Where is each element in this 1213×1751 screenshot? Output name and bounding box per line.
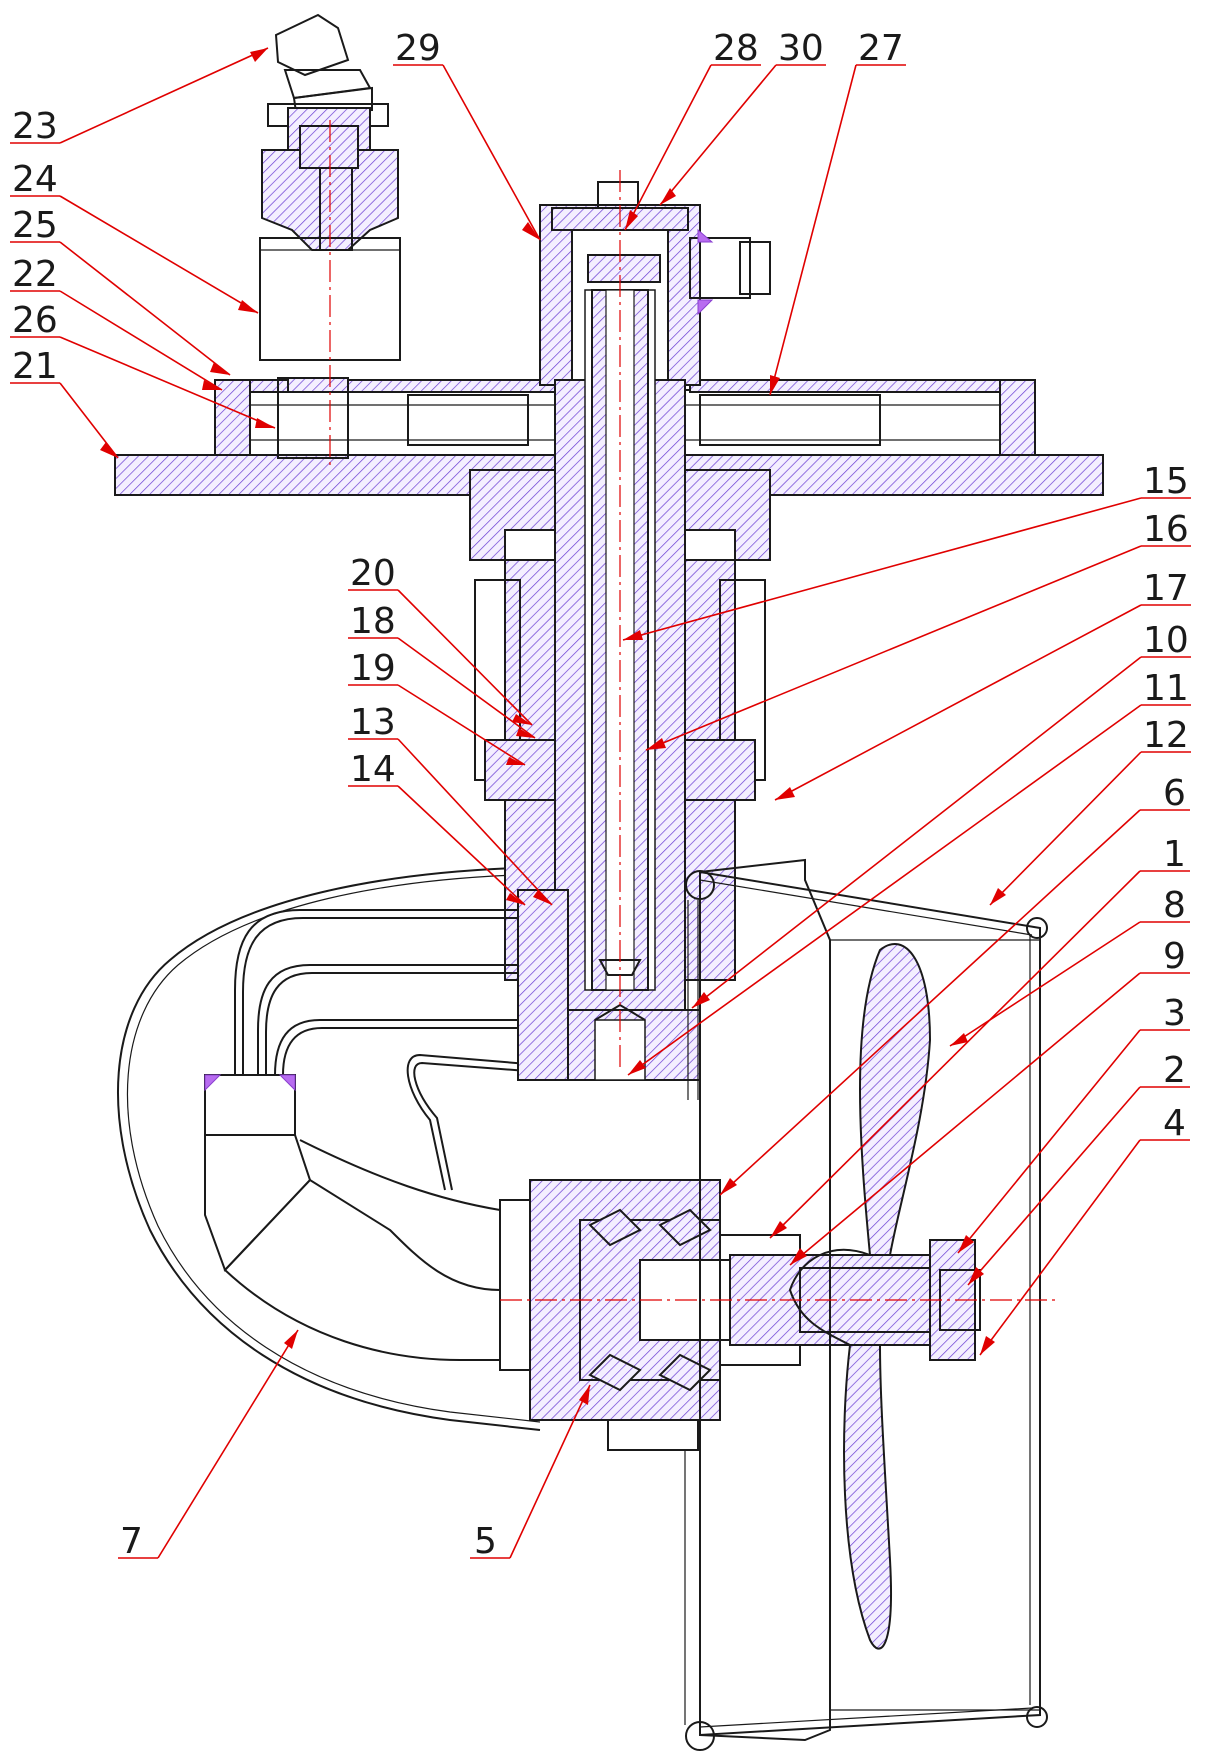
callout-label-18: 18 <box>350 601 396 642</box>
callout-25: 25 <box>10 205 231 376</box>
callout-label-11: 11 <box>1143 668 1189 709</box>
callout-label-26: 26 <box>12 300 58 341</box>
callout-26: 26 <box>10 300 276 429</box>
callout-5: 5 <box>470 1384 591 1562</box>
callout-24: 24 <box>10 159 259 314</box>
fairing-inner-outline <box>126 873 549 1423</box>
callout-11: 11 <box>627 668 1191 1076</box>
callout-label-29: 29 <box>395 28 441 69</box>
breather-cap <box>274 13 373 114</box>
callout-15: 15 <box>622 461 1191 641</box>
callout-label-4: 4 <box>1163 1103 1186 1144</box>
callout-9: 9 <box>789 936 1190 1266</box>
callouts: 23 24 25 22 26 21 29 28 30 27 15 16 17 2… <box>10 28 1191 1562</box>
callout-19: 19 <box>348 648 526 766</box>
callout-10: 10 <box>691 620 1191 1009</box>
callout-12: 12 <box>989 715 1191 906</box>
callout-label-24: 24 <box>12 159 58 200</box>
callout-2: 2 <box>967 1050 1190 1286</box>
callout-7: 7 <box>118 1329 299 1562</box>
callout-label-28: 28 <box>713 28 759 69</box>
callout-label-2: 2 <box>1163 1050 1186 1091</box>
callout-label-30: 30 <box>778 28 824 69</box>
callout-label-5: 5 <box>474 1521 497 1562</box>
callout-29: 29 <box>393 28 541 241</box>
callout-label-12: 12 <box>1143 715 1189 756</box>
callout-8: 8 <box>949 885 1190 1047</box>
callout-14: 14 <box>348 749 526 906</box>
callout-17: 17 <box>774 568 1191 801</box>
callout-18: 18 <box>348 601 536 739</box>
callout-22: 22 <box>10 254 223 391</box>
callout-16: 16 <box>645 509 1191 751</box>
nozzle-duct-12 <box>684 858 1048 1751</box>
callout-label-16: 16 <box>1143 509 1189 550</box>
callout-21: 21 <box>10 346 119 459</box>
callout-label-17: 17 <box>1143 568 1189 609</box>
hydraulic-lines <box>234 889 569 1191</box>
lower-gearbox <box>529 1179 981 1451</box>
callout-label-20: 20 <box>350 553 396 594</box>
callout-label-10: 10 <box>1143 620 1189 661</box>
callout-label-27: 27 <box>858 28 904 69</box>
callout-27: 27 <box>769 28 906 396</box>
callout-label-21: 21 <box>12 346 58 387</box>
callout-label-7: 7 <box>120 1521 143 1562</box>
callout-30: 30 <box>659 28 826 206</box>
callout-label-6: 6 <box>1163 773 1186 814</box>
callout-label-9: 9 <box>1163 936 1186 977</box>
callout-label-14: 14 <box>350 749 396 790</box>
callout-3: 3 <box>957 993 1190 1254</box>
callout-label-25: 25 <box>12 205 58 246</box>
callout-label-8: 8 <box>1163 885 1186 926</box>
callout-label-22: 22 <box>12 254 58 295</box>
callout-label-1: 1 <box>1163 834 1186 875</box>
callout-label-23: 23 <box>12 106 58 147</box>
callout-label-19: 19 <box>350 648 396 689</box>
hydraulic-motor-7 <box>204 1074 581 1371</box>
callout-20: 20 <box>348 553 533 726</box>
callout-label-3: 3 <box>1163 993 1186 1034</box>
fairing-outline <box>117 866 549 1431</box>
callout-label-15: 15 <box>1143 461 1189 502</box>
callout-6: 6 <box>719 773 1190 1196</box>
callout-label-13: 13 <box>350 702 396 743</box>
callout-23: 23 <box>10 47 269 147</box>
callout-28: 28 <box>624 28 761 231</box>
callout-4: 4 <box>979 1103 1190 1356</box>
propeller <box>788 943 932 1650</box>
callout-1: 1 <box>769 834 1190 1239</box>
callout-13: 13 <box>348 702 553 906</box>
